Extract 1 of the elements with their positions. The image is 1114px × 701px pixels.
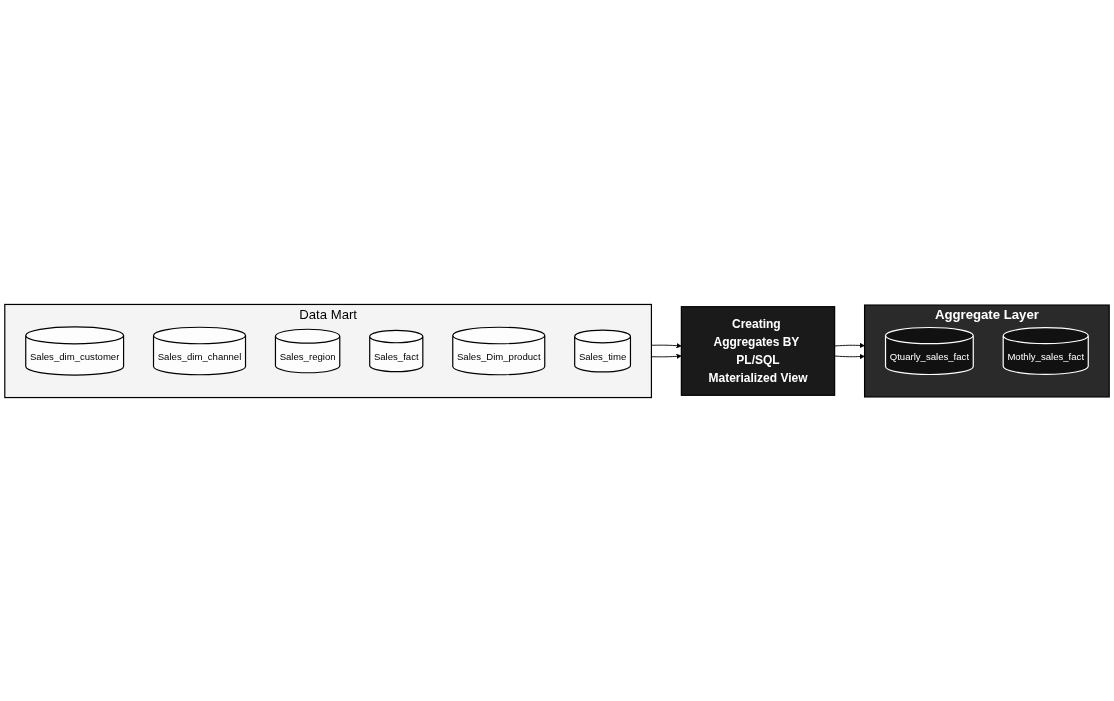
node-box: Creating Aggregates BY PL/SQL Materialized View bbox=[680, 305, 836, 396]
